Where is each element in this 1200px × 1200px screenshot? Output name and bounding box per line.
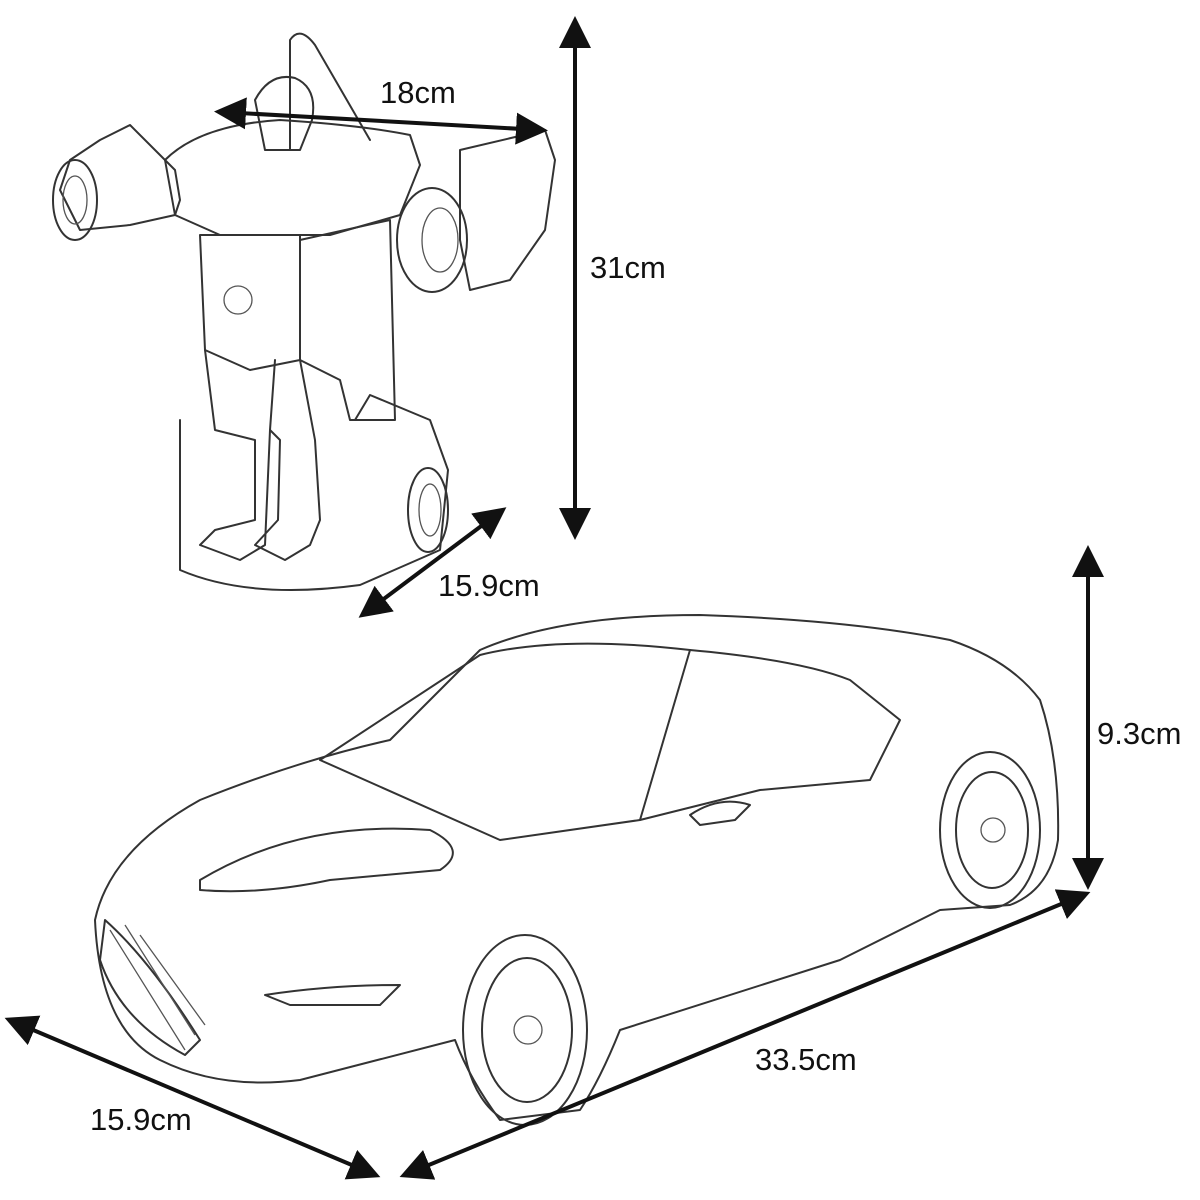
robot-width-arrow (214, 97, 548, 145)
car-illustration (94, 614, 1060, 1126)
robot-depth-label: 15.9cm (438, 568, 540, 603)
robot-height-label: 31cm (590, 250, 666, 285)
robot-width-label: 18cm (380, 75, 456, 110)
car-width-arrow (4, 1015, 381, 1180)
car-width-label: 15.9cm (90, 1102, 192, 1137)
car-length-arrow (399, 889, 1091, 1180)
car-length-label: 33.5cm (755, 1042, 857, 1077)
robot-depth-arrow (358, 507, 507, 618)
car-height-label: 9.3cm (1097, 716, 1182, 751)
